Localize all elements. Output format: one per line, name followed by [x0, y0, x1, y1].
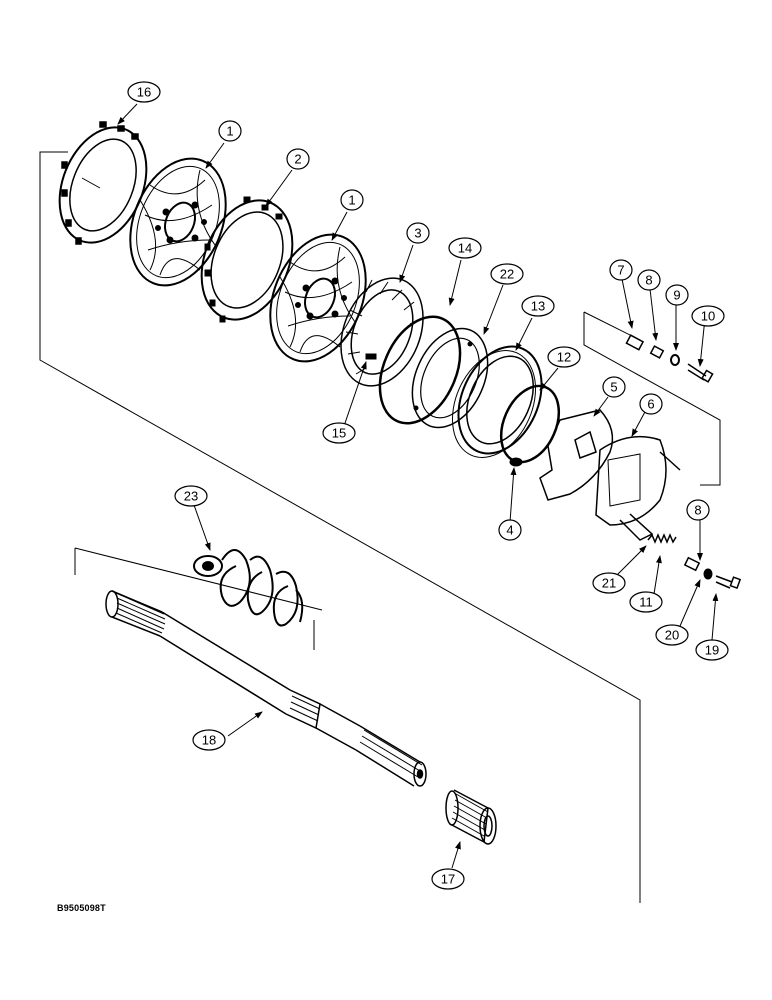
part-16-separator-plate — [58, 121, 148, 245]
callout-1a-label: 1 — [226, 124, 233, 139]
callout-1b-label: 1 — [348, 193, 355, 208]
callout-2-label: 2 — [294, 152, 301, 167]
callout-13-label: 13 — [531, 299, 545, 314]
callout-1a: 1 — [218, 120, 242, 142]
part-4-retainer-clip — [509, 457, 523, 467]
callout-16: 16 — [127, 81, 161, 103]
part-1-friction-disc-b — [269, 233, 367, 363]
callout-23: 23 — [174, 485, 208, 507]
part-2-separator-plate — [200, 196, 294, 323]
callout-9: 9 — [665, 284, 689, 306]
callout-8-lower: 8 — [686, 499, 710, 521]
callout-19: 19 — [695, 639, 729, 661]
part-9-washer — [670, 354, 680, 366]
callout-3: 3 — [406, 222, 430, 244]
callout-15: 15 — [322, 422, 356, 444]
callout-17-label: 17 — [441, 872, 455, 887]
callout-2: 2 — [286, 148, 310, 170]
callout-18: 18 — [192, 729, 226, 751]
callout-4: 4 — [498, 519, 522, 541]
part-17-splined-hub — [445, 789, 497, 845]
part-13-piston-ring-housing — [451, 345, 543, 458]
part-21-spring — [647, 533, 677, 544]
callout-21-label: 21 — [602, 576, 616, 591]
callout-8-lower-label: 8 — [694, 503, 701, 518]
callout-14-label: 14 — [458, 241, 472, 256]
callout-21: 21 — [592, 572, 626, 594]
callout-8-upper-label: 8 — [645, 273, 652, 288]
callout-20-label: 20 — [665, 628, 679, 643]
leader-lines — [117, 103, 719, 869]
part-11-plunger — [683, 556, 701, 572]
callout-13: 13 — [521, 295, 555, 317]
callout-8-upper: 8 — [637, 269, 661, 291]
callout-11-label: 11 — [639, 595, 653, 610]
callout-5: 5 — [602, 376, 626, 398]
callout-11: 11 — [629, 591, 663, 613]
callout-16-label: 16 — [137, 85, 151, 100]
callout-12: 12 — [547, 346, 581, 368]
callout-23-label: 23 — [184, 489, 198, 504]
callout-22-label: 22 — [500, 267, 514, 282]
callout-4-label: 4 — [506, 523, 513, 538]
callout-20: 20 — [655, 624, 689, 646]
callout-12-label: 12 — [557, 350, 571, 365]
callout-9-label: 9 — [673, 288, 680, 303]
part-23-coil-spring — [193, 549, 304, 627]
part-6-housing-cover — [595, 435, 681, 541]
callout-19-label: 19 — [705, 643, 719, 658]
part-1-friction-disc-a — [129, 157, 227, 287]
figure-id-label: B9505098T — [57, 903, 106, 913]
callout-10-label: 10 — [701, 309, 715, 324]
callout-7: 7 — [609, 259, 633, 281]
part-7-sleeve — [625, 334, 645, 351]
callout-6-label: 6 — [647, 397, 654, 412]
callout-17: 17 — [431, 868, 465, 890]
part-20-washer — [703, 568, 713, 580]
part-18-splined-shaft — [105, 590, 427, 787]
callout-6: 6 — [639, 393, 663, 415]
callout-22: 22 — [490, 263, 524, 285]
callout-1b: 1 — [340, 189, 364, 211]
callout-15-label: 15 — [332, 426, 346, 441]
part-5-retainer — [539, 409, 614, 501]
callout-10: 10 — [691, 305, 725, 327]
callout-3-label: 3 — [414, 226, 421, 241]
part-14-o-ring — [378, 315, 462, 425]
callout-5-label: 5 — [610, 380, 617, 395]
callout-18-label: 18 — [202, 733, 216, 748]
part-22-piston — [411, 327, 489, 429]
part-19-bolt — [715, 575, 742, 590]
part-10-bolt — [687, 363, 714, 383]
part-3-spring-plate — [340, 277, 424, 387]
callout-14: 14 — [448, 237, 482, 259]
callout-7-label: 7 — [617, 263, 624, 278]
assembly-frame-lines — [39, 151, 721, 903]
part-8-spacer-upper — [649, 345, 665, 359]
